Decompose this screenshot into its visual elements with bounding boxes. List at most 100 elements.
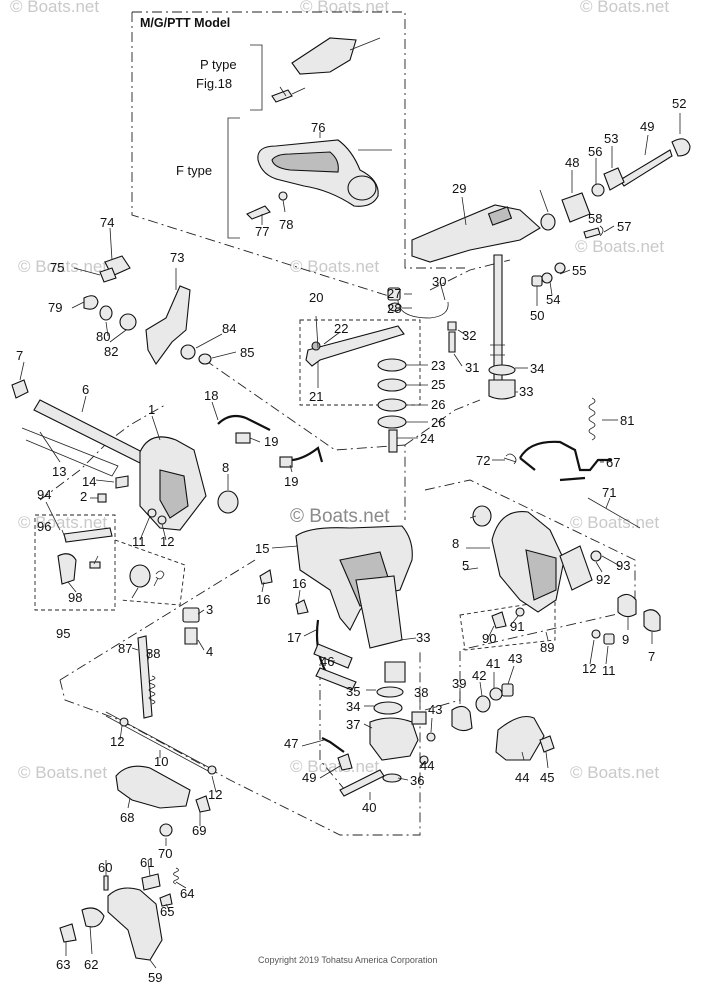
bracket-72 bbox=[145, 285, 191, 366]
callout-7-left: 7 bbox=[16, 348, 23, 363]
callout-78: 84 bbox=[222, 321, 236, 336]
callout-70: 71 bbox=[602, 485, 616, 500]
svg-text:© Boats.net: © Boats.net bbox=[10, 0, 99, 16]
callout-54: 54 bbox=[546, 292, 560, 307]
callout-32: 32 bbox=[462, 328, 476, 343]
callout-12-left: 12 bbox=[160, 534, 174, 549]
callout-27: 27 bbox=[387, 286, 401, 301]
callout-23: 23 bbox=[431, 358, 445, 373]
callout-16b: 16 bbox=[292, 576, 306, 591]
p-type-bracket bbox=[291, 37, 357, 75]
callout-8-right: 8 bbox=[452, 536, 459, 551]
nut-7-left bbox=[11, 379, 29, 399]
callout-55: 55 bbox=[572, 263, 586, 278]
washer-26b bbox=[377, 415, 407, 429]
callout-51: 50 bbox=[530, 308, 544, 323]
callout-76: 80 bbox=[96, 329, 110, 344]
svg-text:© Boats.net: © Boats.net bbox=[570, 513, 659, 532]
callout-75: 79 bbox=[48, 300, 62, 315]
callout-87: 89 bbox=[540, 640, 554, 655]
bracket-59 bbox=[107, 887, 163, 961]
callout-79: 85 bbox=[240, 345, 254, 360]
svg-text:© Boats.net: © Boats.net bbox=[290, 757, 379, 776]
callout-57: 57 bbox=[617, 219, 631, 234]
callout-41: 41 bbox=[486, 656, 500, 671]
callout-28: 28 bbox=[387, 301, 401, 316]
callout-72: 73 bbox=[170, 250, 184, 265]
callout-52: 52 bbox=[672, 96, 686, 111]
callout-65: 65 bbox=[160, 904, 174, 919]
callout-33-lower: 33 bbox=[416, 630, 430, 645]
callout-74: 75 bbox=[50, 260, 64, 275]
callout-38: 38 bbox=[414, 685, 428, 700]
callout-17: 17 bbox=[287, 630, 301, 645]
callout-22: 22 bbox=[334, 321, 348, 336]
callout-61: 61 bbox=[140, 855, 154, 870]
copyright-text: Copyright 2019 Tohatsu America Corporati… bbox=[258, 955, 437, 965]
callout-56: 56 bbox=[588, 144, 602, 159]
callout-1: 1 bbox=[148, 402, 155, 417]
washer-23 bbox=[377, 358, 407, 372]
callout-13: 13 bbox=[52, 464, 66, 479]
model-box-title: M/G/PTT Model bbox=[140, 16, 230, 30]
parts-geometry bbox=[11, 138, 691, 961]
watermark-layer: © Boats.net © Boats.net © Boats.net © Bo… bbox=[10, 0, 669, 782]
callout-89b: 91 bbox=[510, 619, 524, 634]
svg-text:Fig.18: Fig.18 bbox=[196, 76, 232, 91]
part-49 bbox=[561, 192, 591, 223]
callout-66: 67 bbox=[606, 455, 620, 470]
callout-44b: 44 bbox=[420, 758, 434, 773]
callout-83: 76 bbox=[311, 120, 325, 135]
part-52 bbox=[671, 138, 691, 157]
callout-26a: 26 bbox=[431, 397, 445, 412]
svg-text:F type: F type bbox=[176, 163, 212, 178]
callout-42: 42 bbox=[472, 668, 486, 683]
callout-18: 18 bbox=[204, 388, 218, 403]
bolt-84 bbox=[246, 205, 271, 220]
callout-30: 30 bbox=[432, 274, 446, 289]
callout-5: 2 bbox=[80, 489, 87, 504]
leader-lines bbox=[19, 86, 681, 969]
callout-11-right: 11 bbox=[602, 663, 616, 678]
callout-91: 94 bbox=[37, 487, 51, 502]
callout-19a: 19 bbox=[264, 434, 278, 449]
callout-20: 20 bbox=[309, 290, 323, 305]
callout-44a: 43 bbox=[428, 702, 442, 717]
callout-48: 49 bbox=[302, 770, 316, 785]
callout-21: 21 bbox=[309, 389, 323, 404]
bushing-33-lower bbox=[384, 661, 406, 683]
plate-21 bbox=[305, 325, 405, 367]
svg-text:© Boats.net: © Boats.net bbox=[300, 0, 389, 16]
callout-14: 14 bbox=[82, 474, 96, 489]
callout-4: 4 bbox=[206, 644, 213, 659]
callout-46-lower: 46 bbox=[320, 654, 334, 669]
callout-71: 72 bbox=[476, 453, 490, 468]
callout-53: 53 bbox=[604, 131, 618, 146]
callout-3: 3 bbox=[206, 602, 213, 617]
callout-84: 77 bbox=[255, 224, 269, 239]
callout-15: 15 bbox=[255, 541, 269, 556]
callout-35: 35 bbox=[346, 684, 360, 699]
callout-60: 60 bbox=[98, 860, 112, 875]
callout-36: 36 bbox=[410, 773, 424, 788]
callout-12-right: 12 bbox=[582, 661, 596, 676]
callout-31: 31 bbox=[465, 360, 479, 375]
part-75 bbox=[83, 295, 99, 310]
callout-59: 59 bbox=[148, 970, 162, 985]
callout-9: 9 bbox=[622, 632, 629, 647]
svg-text:© Boats.net: © Boats.net bbox=[18, 513, 107, 532]
callout-64: 64 bbox=[180, 886, 194, 901]
callout-81: 88 bbox=[146, 646, 160, 661]
callout-26b: 26 bbox=[431, 415, 445, 430]
callout-39: 39 bbox=[452, 676, 466, 691]
callout-6: 6 bbox=[82, 382, 89, 397]
part-94 bbox=[57, 553, 77, 585]
center-watermark: © Boats.net bbox=[290, 506, 390, 527]
svg-text:© Boats.net: © Boats.net bbox=[570, 763, 659, 782]
callout-69: 70 bbox=[158, 846, 172, 861]
steering-arm bbox=[411, 204, 541, 263]
callout-93: 96 bbox=[37, 519, 51, 534]
callout-49: 48 bbox=[565, 155, 579, 170]
callout-77: 82 bbox=[104, 344, 118, 359]
callout-24: 24 bbox=[420, 431, 434, 446]
